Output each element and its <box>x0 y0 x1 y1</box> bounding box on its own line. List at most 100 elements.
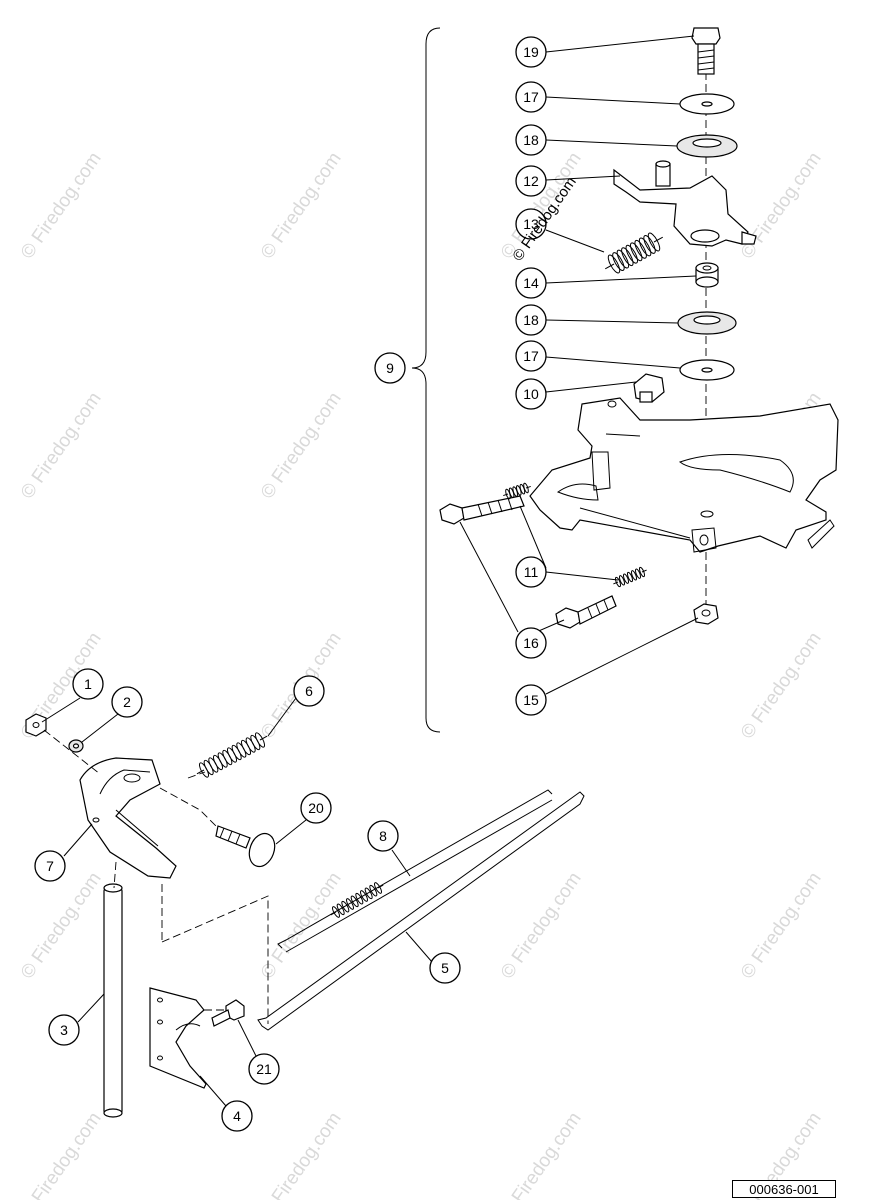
callout-c11: 11 <box>515 556 547 588</box>
callout-circle <box>72 668 104 700</box>
callout-label: 16 <box>523 635 539 651</box>
leader-line-c4 <box>199 1075 227 1107</box>
callout-circle <box>374 352 406 384</box>
watermark-text: © Firedog.com <box>257 389 346 503</box>
watermark-text: © Firedog.com <box>17 869 106 983</box>
callout-label: 17 <box>523 89 539 105</box>
callout-label: 21 <box>256 1061 272 1077</box>
leader-line-c13 <box>545 229 605 253</box>
callout-c4: 4 <box>221 1100 253 1132</box>
coil-turn <box>346 898 354 910</box>
coil-end <box>653 236 664 243</box>
callout-c17a: 17 <box>515 81 547 113</box>
callout-circle <box>515 124 547 156</box>
watermark-text: © Firedog.com <box>497 1109 586 1200</box>
callout-c10: 10 <box>515 378 547 410</box>
watermark-text: © Firedog.com <box>17 1109 106 1200</box>
callout-c21: 21 <box>248 1053 280 1085</box>
leader-line-extra-0 <box>519 505 547 569</box>
watermark-text: © Firedog.com <box>17 389 106 503</box>
callout-label: 13 <box>523 216 539 232</box>
guide-lines <box>43 729 269 1024</box>
coil-turn <box>634 568 642 579</box>
coil-turn <box>612 252 625 271</box>
reference-code: 000636-001 <box>732 1180 836 1198</box>
coil-turn <box>625 244 638 264</box>
coil-end <box>503 493 509 497</box>
callout-label: 11 <box>524 564 539 580</box>
leader-line-c19 <box>545 35 695 53</box>
coil-turn <box>355 892 364 905</box>
callout-circle <box>293 675 325 707</box>
callout-circle <box>34 850 66 882</box>
bracket-4 <box>149 987 207 1089</box>
callout-circle <box>429 952 461 984</box>
coil-turn <box>630 570 638 581</box>
coil-turn <box>634 239 647 259</box>
callout-label: 1 <box>84 676 92 692</box>
spring-8 <box>330 882 384 918</box>
callout-c16: 16 <box>515 627 547 659</box>
leader-lines <box>41 35 699 1107</box>
rod-5 <box>257 791 585 1031</box>
callout-circle <box>48 1014 80 1046</box>
leader-line-c18a <box>545 139 678 147</box>
callout-label: 10 <box>523 386 539 402</box>
bolt-20 <box>215 825 276 868</box>
washer-17-lower <box>679 359 735 381</box>
leader-line-c11 <box>545 571 619 581</box>
callout-label: 18 <box>523 312 539 328</box>
coil-turn <box>360 890 368 902</box>
leader-line-c5 <box>405 931 433 963</box>
leader-line-c6 <box>267 697 297 737</box>
watermark-text: © Firedog.com <box>17 149 106 263</box>
leader-line-c3 <box>77 993 105 1023</box>
callout-c18a: 18 <box>515 124 547 156</box>
washer-18-top <box>676 134 738 158</box>
nut-15 <box>693 603 719 625</box>
callout-c12: 12 <box>515 165 547 197</box>
coil-turn <box>364 887 373 900</box>
washer-2 <box>68 739 84 753</box>
callout-label: 7 <box>46 858 54 874</box>
callout-circle <box>515 81 547 113</box>
callout-c14: 14 <box>515 267 547 299</box>
coil-end <box>259 735 268 741</box>
spring-6 <box>196 732 268 778</box>
coil-end <box>641 569 647 573</box>
leader-line-c12 <box>545 175 621 181</box>
coil-turn <box>638 237 652 257</box>
callout-c5: 5 <box>429 952 461 984</box>
coil-turn <box>626 571 634 583</box>
callout-label: 20 <box>308 800 324 816</box>
leader-line-c10 <box>545 381 637 393</box>
spring-13 <box>604 232 664 274</box>
callout-circle <box>515 627 547 659</box>
callout-circle <box>515 304 547 336</box>
base-bracket <box>529 397 839 553</box>
spring-11-upper <box>503 482 531 500</box>
callout-c9: 9 <box>374 352 406 384</box>
callout-c7: 7 <box>34 850 66 882</box>
watermark-text: © Firedog.com <box>737 869 826 983</box>
leader-line-c17a <box>545 96 681 105</box>
leader-line-c16 <box>459 521 519 633</box>
callout-c13: 13 <box>515 208 547 240</box>
leader-line-c7 <box>63 823 93 857</box>
callout-label: 18 <box>523 132 539 148</box>
callout-circle <box>111 686 143 718</box>
callout-c19: 19 <box>515 36 547 68</box>
leader-line-c2 <box>81 713 119 743</box>
callout-circle <box>300 792 332 824</box>
bolt-19 <box>691 27 721 75</box>
callout-label: 3 <box>60 1022 68 1038</box>
screw-21 <box>211 999 245 1027</box>
coil-end <box>525 485 531 489</box>
leader-line-c17b <box>545 356 681 369</box>
coil-end <box>196 769 205 775</box>
watermark-text: © Firedog.com <box>257 1109 346 1200</box>
coil-turn <box>621 247 634 267</box>
callout-label: 8 <box>379 828 387 844</box>
watermark-text: © Firedog.com <box>737 629 826 743</box>
callout-label: 2 <box>123 694 131 710</box>
